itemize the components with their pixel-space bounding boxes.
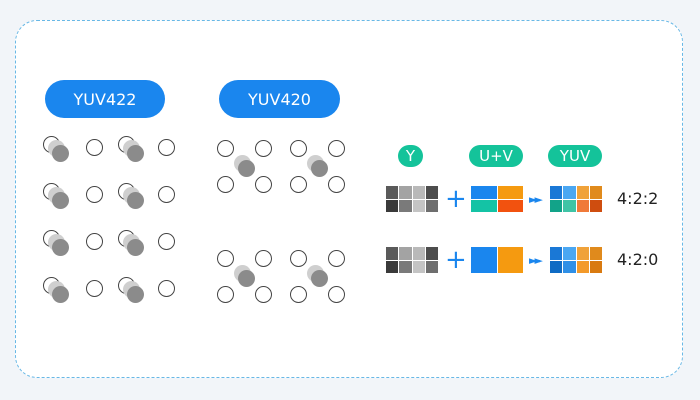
chroma-sample-dark xyxy=(52,192,69,209)
luma-sample-circle xyxy=(328,286,345,303)
luma-sample-circle xyxy=(328,140,345,157)
luma-sample-circle xyxy=(290,250,307,267)
chroma-sample-dark xyxy=(311,270,328,287)
yuv-channel-label: YUV xyxy=(548,145,602,167)
plus-icon: + xyxy=(445,184,467,214)
chroma-sample-dark xyxy=(127,192,144,209)
yuv422-badge: YUV422 xyxy=(45,80,165,118)
chroma-sample-dark xyxy=(238,160,255,177)
y-block-422 xyxy=(386,186,438,212)
chroma-sample-dark xyxy=(238,270,255,287)
plus-icon: + xyxy=(445,245,467,275)
ratio-420: 4:2:0 xyxy=(617,250,659,269)
luma-sample-circle xyxy=(290,176,307,193)
luma-sample-circle xyxy=(217,286,234,303)
chroma-sample-dark xyxy=(52,239,69,256)
chroma-sample-dark xyxy=(52,145,69,162)
luma-sample-circle xyxy=(217,250,234,267)
chroma-sample-dark xyxy=(127,239,144,256)
luma-sample-circle xyxy=(290,286,307,303)
yuv-block-420 xyxy=(550,247,602,273)
luma-sample-circle xyxy=(86,186,103,203)
luma-sample-circle xyxy=(217,140,234,157)
luma-sample-circle xyxy=(158,233,175,250)
luma-sample-circle xyxy=(328,176,345,193)
luma-sample-circle xyxy=(158,280,175,297)
luma-sample-circle xyxy=(255,250,272,267)
arrow-icon: ►► xyxy=(529,193,543,206)
luma-sample-circle xyxy=(86,280,103,297)
chroma-sample-dark xyxy=(127,286,144,303)
uv-block-420 xyxy=(471,247,523,273)
luma-sample-circle xyxy=(86,233,103,250)
y-block-420 xyxy=(386,247,438,273)
ratio-422: 4:2:2 xyxy=(617,189,659,208)
luma-sample-circle xyxy=(158,186,175,203)
chroma-sample-dark xyxy=(52,286,69,303)
luma-sample-circle xyxy=(86,139,103,156)
uv-block-422 xyxy=(471,186,523,212)
uv-channel-label: U+V xyxy=(469,145,523,167)
luma-sample-circle xyxy=(217,176,234,193)
luma-sample-circle xyxy=(255,286,272,303)
y-channel-label: Y xyxy=(398,145,423,167)
luma-sample-circle xyxy=(290,140,307,157)
luma-sample-circle xyxy=(255,176,272,193)
chroma-sample-dark xyxy=(127,145,144,162)
chroma-sample-dark xyxy=(311,160,328,177)
luma-sample-circle xyxy=(158,139,175,156)
arrow-icon: ►► xyxy=(529,254,543,267)
yuv420-badge: YUV420 xyxy=(219,80,340,118)
yuv-block-422 xyxy=(550,186,602,212)
luma-sample-circle xyxy=(255,140,272,157)
luma-sample-circle xyxy=(328,250,345,267)
